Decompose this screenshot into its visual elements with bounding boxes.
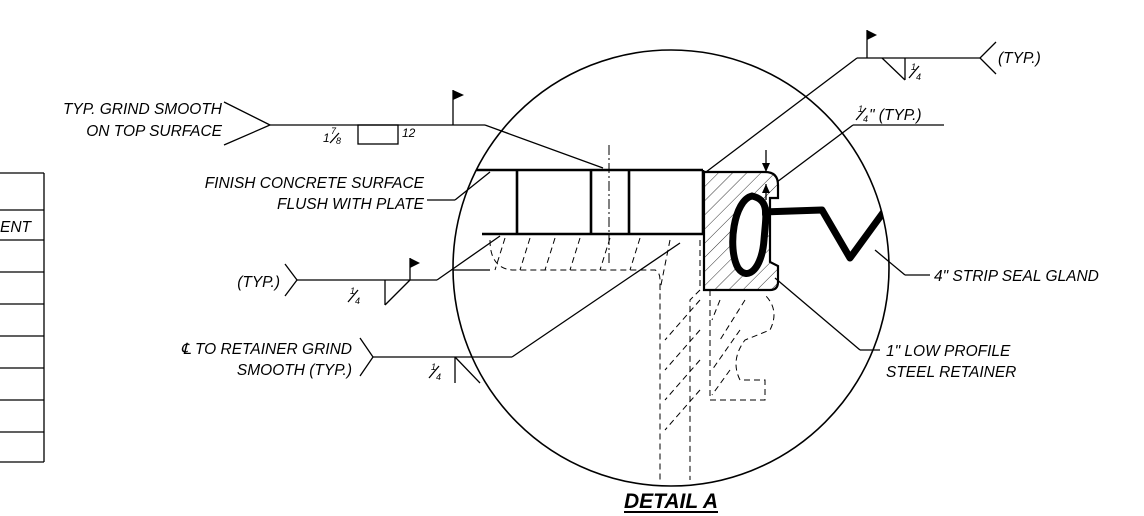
weld-top-size-num: 7: [331, 126, 337, 136]
detail-title: DETAIL A: [624, 490, 718, 513]
grind-top-line1: TYP. GRIND SMOOTH: [63, 101, 223, 118]
weld-top-size-den: 8: [336, 136, 341, 146]
typ-left-text: (TYP.): [237, 274, 280, 291]
quarter-typ-text: " (TYP.): [869, 107, 922, 124]
finish-concrete-line1: FINISH CONCRETE SURFACE: [205, 175, 425, 192]
retainer-label-line1: 1" LOW PROFILE: [886, 343, 1011, 360]
finish-concrete-line2: FLUSH WITH PLATE: [277, 196, 425, 213]
weld-left-den: 4: [355, 296, 360, 306]
weld-top-size-whole: 1: [323, 131, 330, 145]
table-header-text: ENT: [0, 219, 33, 236]
weld-bottom-num: 1: [431, 362, 436, 372]
partial-table: ENT: [0, 172, 45, 463]
quarter-typ-num: 1: [858, 104, 863, 114]
retainer-grind-line2: SMOOTH (TYP.): [237, 362, 352, 379]
weld-top-pitch: 12: [402, 126, 416, 140]
typ-top-right-text: (TYP.): [998, 50, 1041, 67]
retainer-label-line2: STEEL RETAINER: [886, 364, 1016, 381]
section-geometry: [453, 145, 888, 480]
retainer-grind-line1: ℄ TO RETAINER GRIND: [181, 341, 352, 358]
strip-seal-label: 4" STRIP SEAL GLAND: [934, 268, 1099, 285]
weld-left-num: 1: [350, 286, 355, 296]
weld-top-right-num: 1: [911, 62, 916, 72]
leaders: [223, 30, 997, 384]
detail-circle: [452, 49, 890, 487]
quarter-typ-den: 4: [863, 114, 868, 124]
grind-top-line2: ON TOP SURFACE: [86, 123, 222, 140]
weld-bottom-den: 4: [436, 372, 441, 382]
weld-top-right-den: 4: [916, 72, 921, 82]
labels: TYP. GRIND SMOOTH ON TOP SURFACE 1 7 8 1…: [63, 50, 1099, 513]
